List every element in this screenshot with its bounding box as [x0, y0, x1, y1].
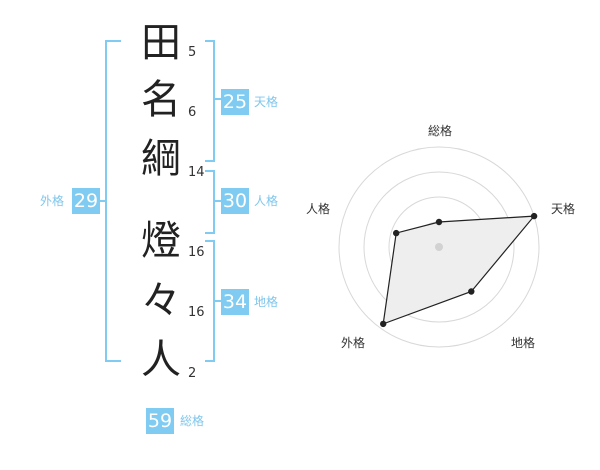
axis-label-soukaku: 総格 [428, 123, 452, 138]
chikaku-value: 34 [221, 289, 249, 315]
tenkaku-bracket [205, 40, 215, 162]
soukaku-label: 総格 [180, 414, 205, 428]
radar-point-4 [380, 320, 387, 328]
radar-point-2 [530, 212, 538, 220]
axis-label-gaikaku: 外格 [341, 335, 365, 350]
gaikaku-value: 29 [72, 188, 100, 214]
stroke-count-4: 16 [188, 245, 205, 260]
axis-label-chikaku: 地格 [511, 335, 535, 350]
tenkaku-value: 25 [221, 89, 249, 115]
name-char-4: 燈 [141, 218, 181, 264]
stroke-count-5: 16 [188, 305, 205, 320]
stroke-count-1: 5 [188, 45, 197, 60]
soukaku-value: 59 [146, 408, 174, 434]
radar-ring [338, 146, 540, 348]
chikaku-label: 地格 [254, 295, 279, 309]
radar-shape [382, 215, 536, 325]
gaikaku-bracket-tick [99, 200, 107, 202]
radar-point-1 [435, 218, 443, 226]
gaikaku-label: 外格 [40, 194, 65, 208]
name-char-3: 綱 [141, 136, 181, 182]
name-char-5: 々 [141, 278, 181, 324]
stroke-count-3: 14 [188, 165, 205, 180]
tenkaku-bracket-tick [213, 98, 221, 100]
jinkaku-value: 30 [221, 188, 249, 214]
stroke-count-2: 6 [188, 105, 197, 120]
radar-center-dot [435, 243, 443, 251]
name-char-2: 名 [141, 77, 181, 123]
axis-label-jinkaku: 人格 [306, 201, 330, 216]
name-char-6: 人 [141, 337, 181, 383]
jinkaku-label: 人格 [254, 194, 279, 208]
chikaku-bracket-tick [213, 300, 221, 302]
radar-point-5 [393, 229, 400, 237]
jinkaku-bracket-tick [213, 200, 221, 202]
jinkaku-bracket [205, 170, 215, 234]
axis-label-tenkaku: 天格 [551, 201, 575, 216]
name-char-1: 田 [141, 20, 181, 66]
stroke-count-6: 2 [188, 366, 197, 381]
radar-ring [363, 171, 515, 323]
tenkaku-label: 天格 [254, 95, 279, 109]
radar-point-3 [468, 288, 475, 295]
